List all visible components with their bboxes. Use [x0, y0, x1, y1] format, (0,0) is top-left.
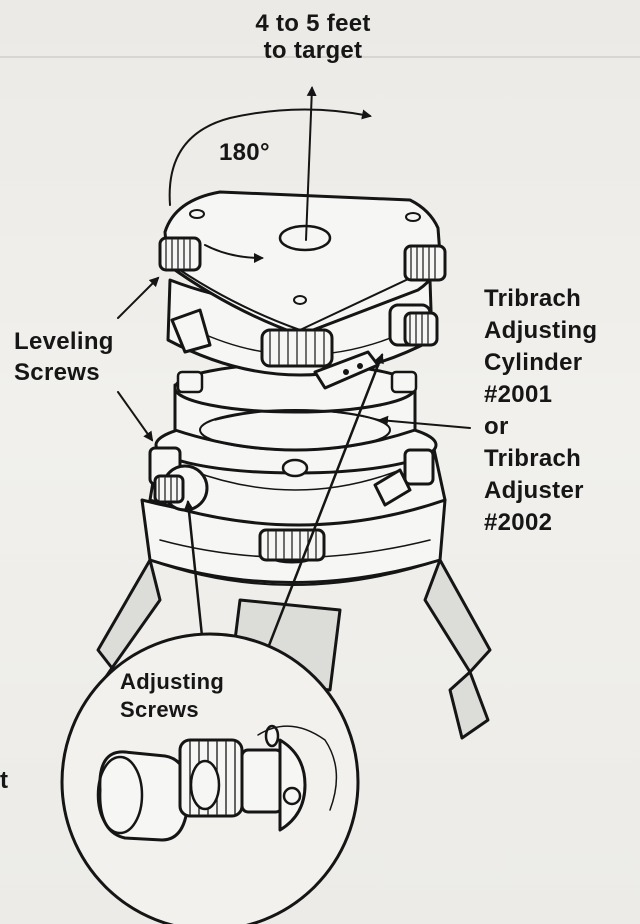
- adjusting-line-1: Adjusting: [120, 669, 225, 694]
- edge-text-fragment: t: [0, 765, 8, 796]
- target-distance-line-2: to target: [263, 37, 363, 64]
- paper-fold-line: [0, 56, 640, 58]
- adjusting-screws-label: Adjusting Screws: [120, 668, 224, 724]
- leveling-screw-right: [403, 244, 447, 282]
- rotation-angle-label: 180°: [219, 137, 270, 168]
- adjusting-line-2: Screws: [120, 697, 199, 722]
- tribrach-line-8: #2002: [484, 509, 553, 536]
- tribrach-line-6: Tribrach: [484, 445, 582, 472]
- tribrach-line-1: Tribrach: [484, 285, 582, 312]
- tribrach-adjusting-cylinder: [173, 362, 418, 452]
- leveling-screw-front: [260, 328, 334, 368]
- tribrach-line-5: or: [484, 413, 509, 440]
- rotation-angle-text: 180°: [219, 139, 270, 166]
- rotation-arrows: [168, 86, 372, 263]
- leveling-screws-label: Leveling Screws: [14, 326, 114, 388]
- leveling-line-1: Leveling: [14, 328, 114, 355]
- tribrach-line-3: Cylinder: [484, 349, 583, 376]
- target-distance-label: 4 to 5 feet to target: [218, 8, 408, 66]
- edge-fragment-text: t: [0, 767, 9, 794]
- tribrach-line-7: Adjuster: [484, 477, 584, 504]
- target-distance-line-1: 4 to 5 feet: [255, 10, 371, 37]
- tribrach-line-2: Adjusting: [484, 317, 598, 344]
- tribrach-label: Tribrach Adjusting Cylinder #2001 or Tri…: [484, 283, 597, 539]
- leveling-line-2: Screws: [14, 359, 100, 386]
- adjusting-screw-detail-circle: [60, 632, 360, 924]
- tribrach-line-4: #2001: [484, 381, 553, 408]
- leveling-screw-left: [158, 236, 202, 272]
